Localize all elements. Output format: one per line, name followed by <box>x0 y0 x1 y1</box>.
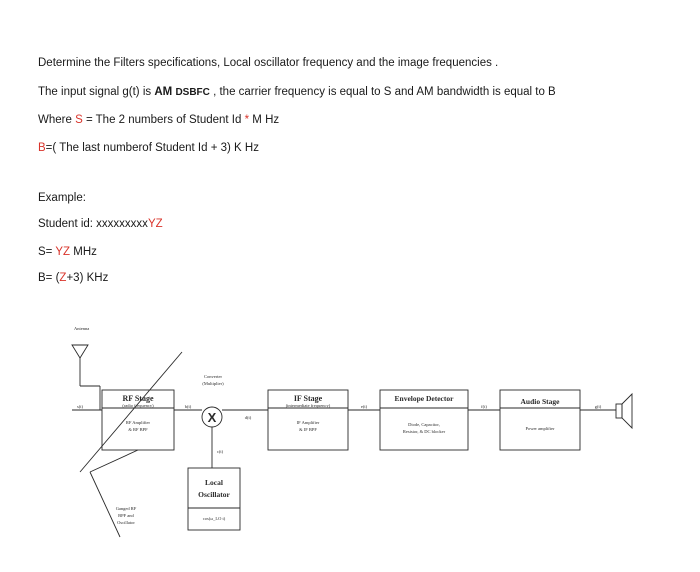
ganged-label-1: Ganged RF <box>116 506 137 511</box>
s-yz: YZ <box>55 246 71 258</box>
rf-note-2: & RF BPF <box>128 427 148 432</box>
b-definition-text: =( The last numberof Student Id + 3) K H… <box>45 142 259 154</box>
signal-label-ft: f(t) <box>481 404 487 409</box>
audio-note: Power amplifier <box>525 426 555 431</box>
student-id-line: Student id: xxxxxxxxxYZ <box>38 217 163 231</box>
s-highlight: S <box>75 114 83 126</box>
b-line: B= (Z+3) KHz <box>38 271 108 285</box>
speaker-body <box>615 403 623 419</box>
audio-title: Audio Stage <box>521 397 561 406</box>
example-label: Example: <box>38 192 86 204</box>
rf-title: RF Stage <box>122 394 153 403</box>
student-id-text: Student id: xxxxxxxxx <box>38 218 148 230</box>
mixer-symbol: X <box>208 410 217 425</box>
converter-label-1: Converter <box>204 374 222 379</box>
s-equals: S= <box>38 246 56 258</box>
example-heading: Example: <box>38 191 86 205</box>
dsbfc-label: DSBFC <box>175 87 210 98</box>
signal-label-st: s(t) <box>77 404 84 409</box>
ganged-label-3: Oscillator <box>117 520 135 525</box>
rf-subtitle: (radio frequency) <box>122 403 154 408</box>
signal-label-et: e(t) <box>361 404 368 409</box>
am-label: AM <box>154 86 173 98</box>
b-highlight: B <box>38 142 46 154</box>
antenna-label: Antenna <box>74 326 89 331</box>
speaker-cone <box>621 392 633 430</box>
s-line: S= YZ MHz <box>38 245 97 259</box>
signal-label-bt: b(t) <box>185 404 192 409</box>
envelope-note-2: Resistor, & DC blocker <box>403 429 446 435</box>
envelope-title: Envelope Detector <box>395 394 455 403</box>
receiver-block-diagram: Antenna RF Stage (radio frequency) RF Am… <box>71 326 633 538</box>
lo-title-1: Local <box>205 478 223 487</box>
asterisk-highlight: * <box>244 114 250 126</box>
s-unit: MHz <box>70 246 97 258</box>
instruction-line-1: Determine the Filters specifications, Lo… <box>38 56 498 70</box>
ganged-tuning-line <box>79 351 183 473</box>
signal-label-gt: g(t) <box>595 404 602 409</box>
local-oscillator-box <box>187 467 241 531</box>
signal-label-ct: c(t) <box>217 449 224 454</box>
ganged-link-bottom <box>89 471 121 538</box>
instruction-text: Determine the Filters specifications, Lo… <box>38 57 499 69</box>
student-id-yz: YZ <box>147 218 163 230</box>
if-subtitle: (intermediate frequency) <box>286 403 331 408</box>
converter-label-2: (Multiplier) <box>202 381 224 386</box>
instruction-line-3: Where S = The 2 numbers of Student Id * … <box>38 113 279 127</box>
if-title: IF Stage <box>294 394 323 403</box>
instruction-line-2: The input signal g(t) is AM DSBFC , the … <box>38 85 556 100</box>
input-signal-text: The input signal g(t) is <box>38 86 155 98</box>
antenna-symbol <box>71 344 89 359</box>
mhz-text: M Hz <box>249 114 280 126</box>
b-equals: B= ( <box>38 272 60 284</box>
if-note-1: IF Amplifier <box>297 420 320 425</box>
if-note-2: & IF BPF <box>299 427 317 432</box>
carrier-text: , the carrier frequency is equal to S an… <box>209 86 556 98</box>
lo-title-2: Oscillator <box>198 490 230 499</box>
where-text: Where <box>38 114 76 126</box>
lo-note: cos(ω_LO t) <box>203 516 226 521</box>
signal-label-dt: d(t) <box>245 415 252 420</box>
envelope-note-1: Diode, Capacitor, <box>408 422 440 428</box>
if-stage-box <box>267 389 349 451</box>
rf-note-1: RF Amplifier <box>126 420 151 425</box>
audio-stage-box <box>499 389 581 451</box>
envelope-detector-box <box>379 389 469 451</box>
b-z: Z <box>59 272 67 284</box>
s-definition-text: = The 2 numbers of Student Id <box>82 114 245 126</box>
b-unit: +3) KHz <box>66 272 109 284</box>
ganged-link-left <box>89 449 139 473</box>
ganged-label-2: BPF and <box>118 513 134 518</box>
instruction-line-4: B=( The last numberof Student Id + 3) K … <box>38 141 259 155</box>
